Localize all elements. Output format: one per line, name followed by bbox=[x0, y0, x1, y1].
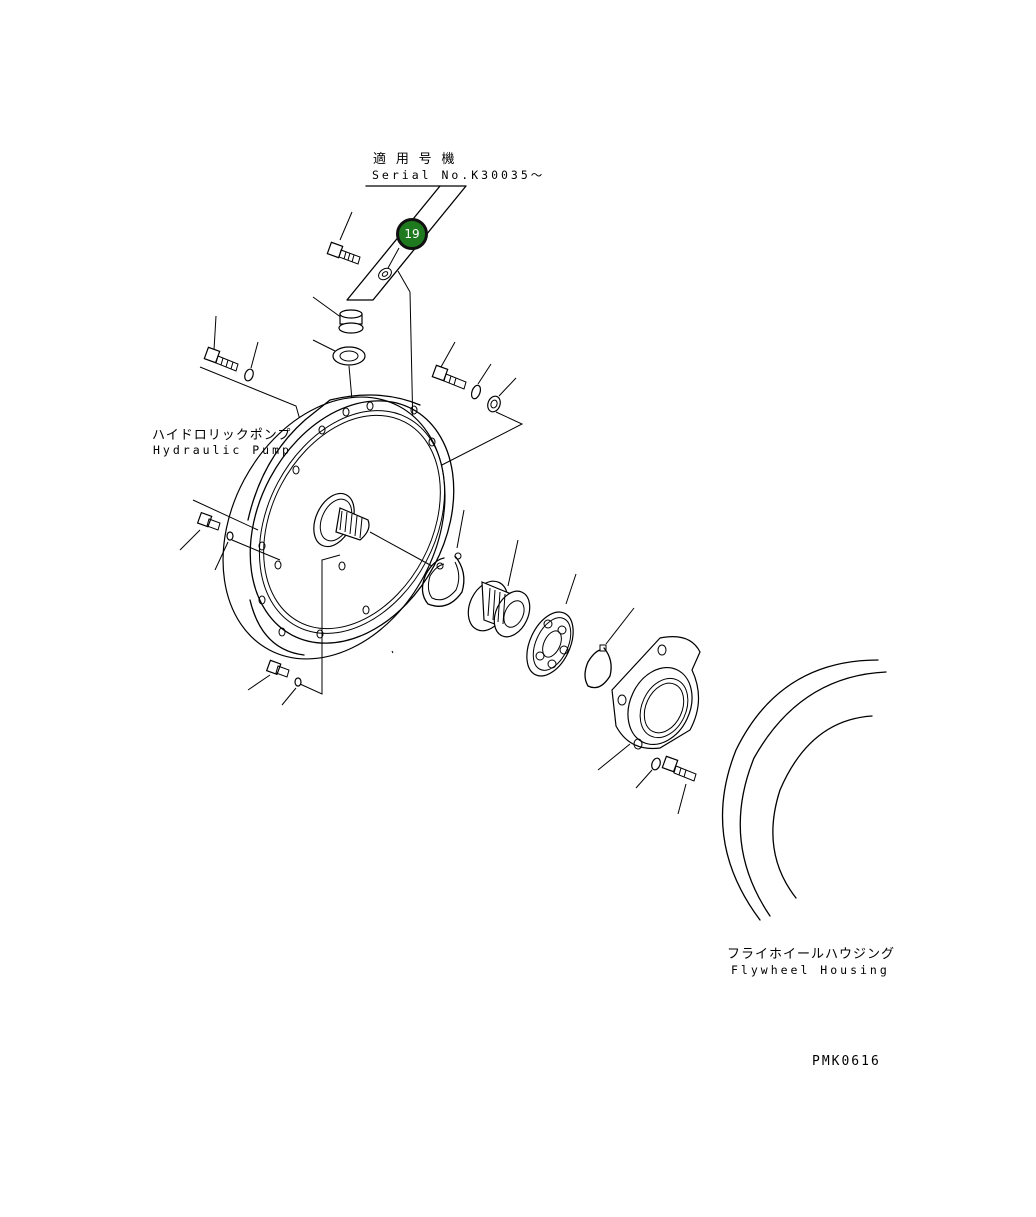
circlip bbox=[584, 607, 635, 689]
washer-part bbox=[378, 247, 400, 281]
stray-mark bbox=[391, 650, 394, 654]
bearing bbox=[526, 573, 577, 677]
bolt-small-left bbox=[179, 499, 281, 571]
bolt-left bbox=[199, 315, 317, 426]
bearing-housing bbox=[597, 636, 701, 815]
hydraulic-pump-label-jp: ハイドロリックポンプ bbox=[152, 428, 292, 443]
plug-part bbox=[312, 296, 366, 401]
flywheel-housing-label-en: Flywheel Housing bbox=[731, 963, 890, 977]
spline-shaft bbox=[313, 492, 433, 567]
hydraulic-pump-label-en: Hydraulic Pump bbox=[153, 443, 292, 457]
bolt-small-bottom bbox=[247, 554, 341, 706]
snap-ring bbox=[421, 509, 465, 607]
bolt-top bbox=[326, 211, 361, 265]
serial-number-label: Serial No.K30035～ bbox=[372, 168, 546, 182]
flywheel-housing-outline bbox=[721, 659, 887, 921]
flywheel-housing-label-jp: フライホイールハウジング bbox=[727, 947, 896, 962]
part-callout-19[interactable]: 19 bbox=[396, 218, 428, 250]
bolt-right bbox=[415, 341, 524, 498]
spline-coupling bbox=[467, 539, 531, 638]
serial-bracket bbox=[346, 185, 467, 431]
applicable-models-label: 適 用 号 機 bbox=[373, 152, 456, 167]
drawing-code: PMK0616 bbox=[812, 1054, 881, 1069]
